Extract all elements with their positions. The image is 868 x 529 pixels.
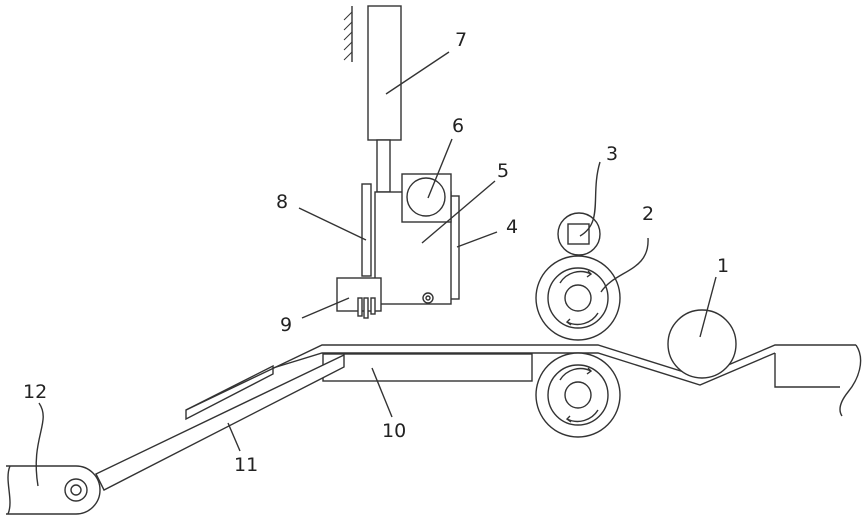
label-1: 1 bbox=[717, 255, 729, 277]
part-1-press-roller bbox=[668, 310, 736, 378]
part-8-plate bbox=[362, 184, 371, 276]
label-9: 9 bbox=[280, 314, 292, 336]
label-3: 3 bbox=[606, 143, 618, 165]
part-11-inclined-conveyor bbox=[96, 355, 344, 490]
lower-feed-roller bbox=[536, 353, 620, 437]
label-7: 7 bbox=[455, 29, 467, 51]
label-12: 12 bbox=[23, 381, 47, 403]
part-6-motor bbox=[402, 174, 451, 222]
label-6: 6 bbox=[452, 115, 464, 137]
label-10: 10 bbox=[382, 420, 406, 442]
label-2: 2 bbox=[642, 203, 654, 225]
label-8: 8 bbox=[276, 191, 288, 213]
label-4: 4 bbox=[506, 216, 518, 238]
label-5: 5 bbox=[497, 160, 509, 182]
right-box bbox=[775, 353, 840, 387]
part-7-cylinder bbox=[344, 6, 401, 192]
part-12-conveyor bbox=[6, 466, 100, 514]
part-2-upper-roller bbox=[536, 256, 620, 340]
label-11: 11 bbox=[234, 454, 258, 476]
part-10-support bbox=[323, 354, 532, 381]
